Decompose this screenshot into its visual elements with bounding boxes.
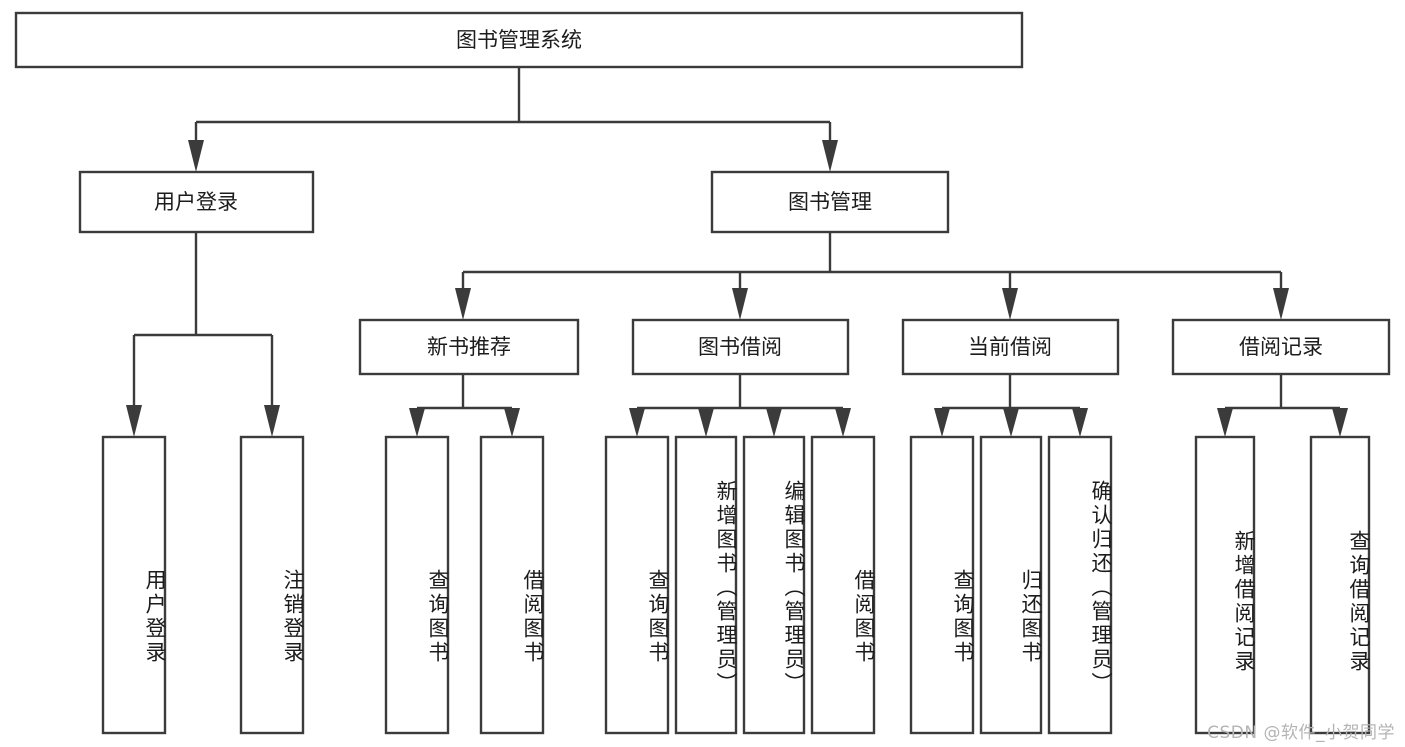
node-leaf-bb-query-book[interactable] xyxy=(604,435,670,735)
node-book-borrow-label: 图书借阅 xyxy=(698,335,782,359)
arrow-to-bb-leaf-1 xyxy=(629,408,645,437)
node-user-login[interactable] xyxy=(78,170,315,234)
arrow-to-br-leaf-1 xyxy=(1217,408,1233,437)
node-layer: 图书管理系统 用户登录 图书管理 新书推荐 图书借阅 当前借阅 借阅记录 xyxy=(14,11,1391,735)
node-user-login-label: 用户登录 xyxy=(154,190,238,214)
node-current-borrow-label: 当前借阅 xyxy=(968,335,1052,359)
arrow-to-br-leaf-2 xyxy=(1332,408,1348,437)
arrow-to-cb-leaf-2 xyxy=(1003,408,1019,437)
node-leaf-logout[interactable] xyxy=(239,435,305,735)
csdn-watermark: CSDN @软件_小贺同学 xyxy=(1207,723,1395,743)
node-leaf-br-query-record[interactable] xyxy=(1309,435,1371,735)
node-root-system[interactable] xyxy=(14,11,1024,69)
node-current-borrow[interactable] xyxy=(901,318,1120,376)
arrow-to-book-borrow xyxy=(732,288,748,320)
node-book-manage-label: 图书管理 xyxy=(788,190,872,214)
node-leaf-bb-borrow-book[interactable] xyxy=(810,435,876,735)
node-borrow-record[interactable] xyxy=(1171,318,1391,376)
arrow-to-leaf-logout xyxy=(264,405,280,437)
arrow-to-nb-leaf-2 xyxy=(504,408,520,437)
node-borrow-record-label: 借阅记录 xyxy=(1239,335,1323,359)
node-new-book-recommend[interactable] xyxy=(358,318,580,376)
arrow-to-nb-leaf-1 xyxy=(409,408,425,437)
node-leaf-cb-query-book[interactable] xyxy=(909,435,975,735)
connector-layer xyxy=(126,67,1348,437)
node-leaf-user-login[interactable] xyxy=(101,435,167,735)
arrow-to-borrow-record xyxy=(1273,288,1289,320)
node-new-book-recommend-label: 新书推荐 xyxy=(427,335,511,359)
arrow-to-bb-leaf-3 xyxy=(766,408,782,437)
arrow-to-bb-leaf-4 xyxy=(835,408,851,437)
arrow-to-book-manage xyxy=(822,140,838,172)
arrow-to-cb-leaf-1 xyxy=(934,408,950,437)
node-leaf-cb-confirm-return[interactable] xyxy=(1047,435,1113,735)
arrow-to-cb-leaf-3 xyxy=(1072,408,1088,437)
node-book-borrow[interactable] xyxy=(631,318,850,376)
arrow-to-leaf-user-login xyxy=(126,405,142,437)
node-leaf-cb-return-book[interactable] xyxy=(979,435,1043,735)
arrow-to-bb-leaf-2 xyxy=(698,408,714,437)
arrow-to-new-book xyxy=(455,288,471,320)
node-leaf-bb-edit-book[interactable] xyxy=(742,435,806,735)
node-book-manage[interactable] xyxy=(710,170,950,234)
node-leaf-nb-query-book[interactable] xyxy=(384,435,450,735)
node-root-system-label: 图书管理系统 xyxy=(456,28,582,52)
node-leaf-nb-borrow-book[interactable] xyxy=(479,435,545,735)
arrow-to-current-borrow xyxy=(1002,288,1018,320)
arrow-to-user-login xyxy=(188,140,204,172)
node-leaf-br-add-record[interactable] xyxy=(1194,435,1256,735)
node-leaf-bb-add-book[interactable] xyxy=(674,435,738,735)
